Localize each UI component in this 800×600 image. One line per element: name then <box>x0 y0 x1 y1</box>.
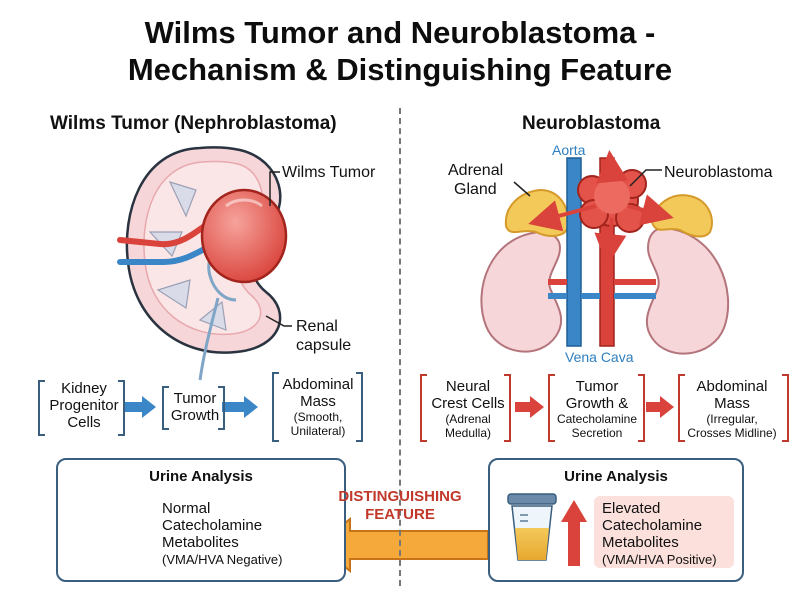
bracket <box>272 372 279 442</box>
label-wilms-tumor: Wilms Tumor <box>282 164 376 181</box>
elevated-highlight <box>594 496 734 568</box>
flow-neural-crest: Neural Crest Cells (Adrenal Medulla) <box>431 378 505 440</box>
left-kidney-illustration <box>117 146 292 381</box>
leader-wilms-tumor <box>269 171 280 206</box>
bracket <box>38 380 45 436</box>
leader-renal-capsule <box>265 315 292 327</box>
urine-result-left: Normal Catecholamine Metabolites (VMA/HV… <box>162 500 283 567</box>
title-line-1: Wilms Tumor and Neuroblastoma - <box>144 15 656 50</box>
center-divider <box>399 108 401 586</box>
bracket <box>162 386 169 430</box>
bracket <box>504 374 511 442</box>
right-kidney-right <box>646 226 730 355</box>
flow-tumor-growth-right: Tumor Growth & Catecholamine Secretion <box>556 378 638 440</box>
right-kidney-left <box>480 230 562 353</box>
wilms-tumor-mass <box>200 188 288 284</box>
flow-abdominal-mass-right: Abdominal Mass (Irregular, Crosses Midli… <box>687 378 777 440</box>
bracket <box>118 380 125 436</box>
urine-card-left: Urine Analysis Normal Catecholamine Meta… <box>56 458 346 582</box>
flow-abdominal-mass-left: Abdominal Mass (Smooth, Unilateral) <box>282 376 354 438</box>
distinguishing-feature-label: DISTINGUISHING FEATURE <box>338 488 462 523</box>
urine-card-title: Urine Analysis <box>149 468 253 485</box>
urine-card-title: Urine Analysis <box>564 468 668 485</box>
up-arrow-icon <box>561 500 587 566</box>
leader-neuroblastoma <box>629 169 662 187</box>
neuroblastoma-mass <box>577 169 647 233</box>
vena-cava-vessel <box>566 157 582 347</box>
flow-kidney-progenitor: Kidney Progenitor Cells <box>49 380 119 431</box>
label-adrenal-gland: Adrenal Gland <box>448 162 504 198</box>
title-line-2: Mechanism & Distinguishing Feature <box>127 52 673 87</box>
spread-arrows <box>528 150 674 266</box>
adrenal-gland-left <box>504 188 570 237</box>
bracket <box>678 374 685 442</box>
label-aorta: Aorta <box>552 142 586 158</box>
bracket <box>638 374 645 442</box>
bracket <box>356 372 363 442</box>
label-vena-cava: Vena Cava <box>565 349 634 365</box>
label-renal-capsule: Renal capsule <box>296 318 352 354</box>
right-illustration <box>480 150 730 355</box>
bracket <box>420 374 427 442</box>
urine-cup-right <box>507 493 587 566</box>
urine-result-right: Elevated Catecholamine Metabolites (VMA/… <box>602 500 717 567</box>
bracket <box>218 386 225 430</box>
right-panel-heading: Neuroblastoma <box>522 113 661 134</box>
bracket <box>548 374 555 442</box>
leader-adrenal <box>513 181 531 197</box>
bracket <box>782 374 789 442</box>
flow-arrows <box>124 396 674 418</box>
label-neuroblastoma: Neuroblastoma <box>664 164 773 181</box>
page-title: Wilms Tumor and Neuroblastoma - Mechanis… <box>0 14 800 88</box>
left-panel-heading: Wilms Tumor (Nephroblastoma) <box>50 113 337 134</box>
flow-tumor-growth-left: Tumor Growth <box>170 390 220 424</box>
urine-card-right: Urine Analysis Elevated Catecholamine Me… <box>488 458 744 582</box>
